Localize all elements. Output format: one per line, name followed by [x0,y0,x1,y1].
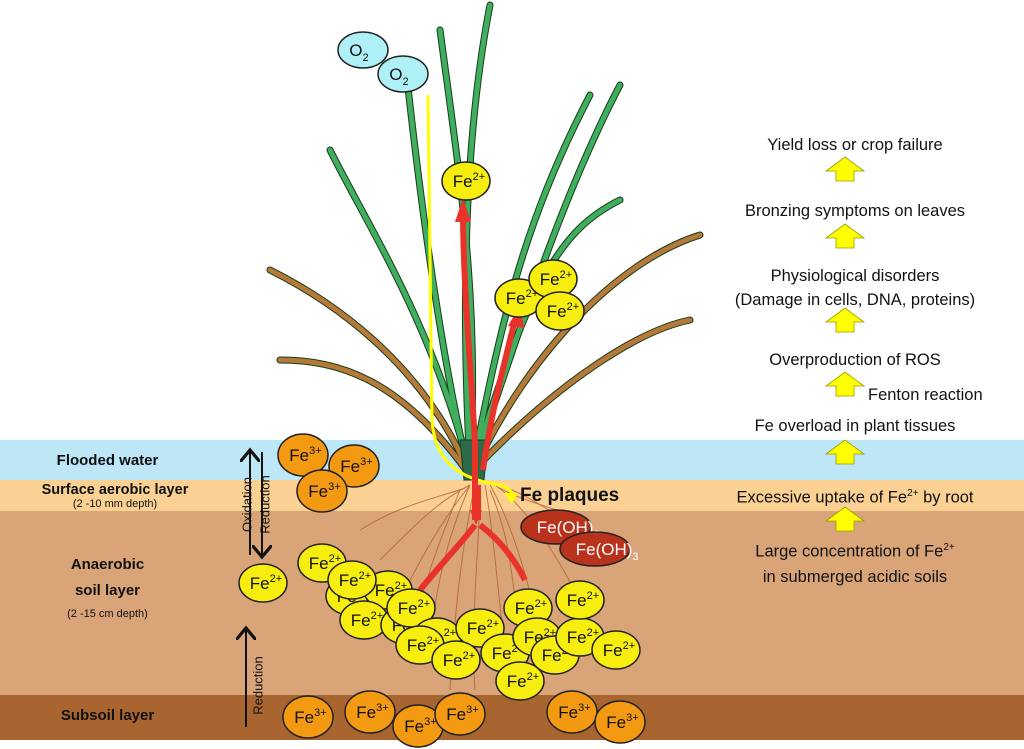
flow-step-physiological: Physiological disorders [770,267,940,285]
fe2-ion: Fe2+ [535,291,585,331]
fe2-ion: Fe2+ [591,630,641,670]
fe3-ion: Fe3+ [277,433,329,477]
fe2-ion-shape [495,661,545,701]
fe2-ion: Fe2+ [494,278,544,318]
flow-arrows [824,156,866,532]
fe2-ion: Fe2+ [495,661,545,701]
fe-uptake-arrows [417,219,528,592]
fe2-ion-shape [431,640,481,680]
o2-molecule: O2 [337,31,389,69]
fe3-ion: Fe3+ [344,690,396,734]
fe3-ion-shape [594,700,646,744]
flow-step-yield-loss: Yield loss or crop failure [767,136,943,154]
up-arrow-icon [824,223,866,249]
fe2-ion-shape [238,563,288,603]
fe2-ion: Fe2+ [441,161,491,201]
label-reduction-bottom: Reduction [250,656,266,715]
fe2-ion: Fe2+ [555,580,605,620]
up-arrow-icon [824,156,866,182]
flow-step-fe-overload: Fe overload in plant tissues [754,417,956,435]
fe2-ion: Fe2+ [431,640,481,680]
fe2-ion-shape [555,580,605,620]
fe3-ion: Fe3+ [594,700,646,744]
up-arrow-icon [824,307,866,333]
plant-leaves [266,1,704,474]
fe3-ion-shape [546,690,598,734]
fe2-ion: Fe2+ [528,259,578,299]
fe2-ion-shape [591,630,641,670]
up-arrow-icon [824,506,866,532]
fe3-ion-shape [296,469,348,513]
label-fe-plaques: Fe plaques [520,485,620,506]
label-surface-aerobic-depth: (2 -10 mm depth) [72,498,158,510]
fe3-ion: Fe3+ [282,695,334,739]
o2-molecule-shape [377,55,429,93]
fe3-ion: Fe3+ [296,469,348,513]
oxygen-arrowhead-icon [504,493,518,504]
feoh3-plaque-shape [559,531,631,567]
label-anaerobic-1: Anaerobic [70,556,145,573]
flow-text: Excessive uptake of Fe [736,488,908,507]
fe2-ion: Fe2+ [555,617,605,657]
oxygen-transport-line [426,94,514,496]
fe3-ion: Fe3+ [434,692,486,736]
flow-sup: 2+ [943,542,955,553]
flow-step-ros: Overproduction of ROS [769,351,941,369]
fe2-ion: Fe2+ [386,588,436,628]
feoh3-plaque: Fe(OH)3 [559,531,639,567]
label-anaerobic-2: soil layer [74,582,141,599]
fe2-ion-shape [441,161,491,201]
label-oxidation: Oxidation [239,477,255,532]
fe3-ion-shape [434,692,486,736]
fe2-ion-shape [535,291,585,331]
fe3-ion: Fe3+ [546,690,598,734]
fe2-ion: Fe2+ [339,600,389,640]
fe3-ion-shape [328,444,380,488]
fe3-ion: Fe3+ [328,444,380,488]
flow-step-large-concentration: Large concentration of Fe2+ [690,542,1020,562]
flow-step-submerged: in submerged acidic soils [762,568,948,586]
feoh3-plaque-label: Fe(OH)3 [576,540,639,563]
up-arrow-icon [824,439,866,465]
fe3-ion-shape [344,690,396,734]
fe2-ion: Fe2+ [238,563,288,603]
flow-step-excessive-uptake: Excessive uptake of Fe2+ by root [690,488,1020,508]
label-reduction-top: Reduction [257,475,273,534]
fe3-ion-shape [277,433,329,477]
flow-text: by root [918,488,974,507]
label-surface-aerobic: Surface aerobic layer [41,482,189,498]
fe2-ion: Fe2+ [395,625,445,665]
fe3-ion-shape [282,695,334,739]
molecules: O2O2Fe2+Fe2+Fe2+Fe2+Fe3+Fe3+Fe3+Fe2+Fe2+… [238,31,646,748]
red-arrowhead-icon [455,198,471,222]
subsoil-layer [0,695,1024,740]
o2-molecule-shape [337,31,389,69]
label-anaerobic-depth: (2 -15 cm depth) [67,608,148,620]
flow-sup: 2+ [907,488,919,499]
label-subsoil: Subsoil layer [60,707,155,724]
flow-step-fenton: Fenton reaction [868,386,983,404]
flow-step-bronzing: Bronzing symptoms on leaves [744,202,966,220]
up-arrow-icon [824,371,866,397]
o2-molecule: O2 [377,55,429,93]
flow-text: Large concentration of Fe [755,542,944,561]
label-flooded-water: Flooded water [56,452,159,469]
redox-arrows [246,452,262,727]
fe2-ion: Fe2+ [327,560,377,600]
fe2-ion-shape [327,560,377,600]
fe3-ion: Fe3+ [392,704,444,748]
red-arrowhead-icon [470,510,482,525]
flow-step-damage: (Damage in cells, DNA, proteins) [734,291,976,309]
